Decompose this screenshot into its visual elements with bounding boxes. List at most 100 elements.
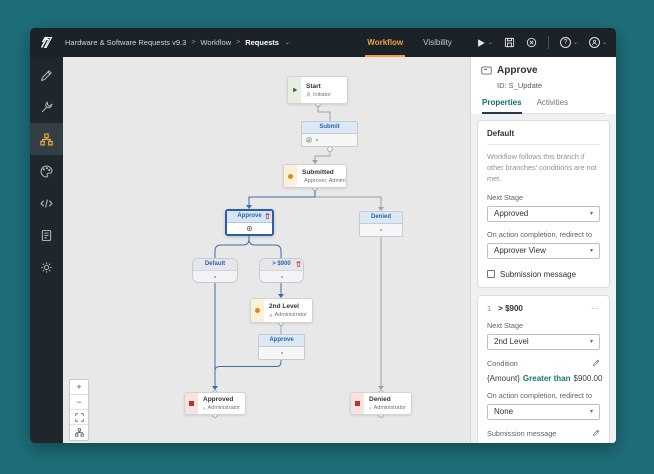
tab-properties[interactable]: Properties: [482, 98, 522, 114]
palette-icon: [40, 165, 53, 177]
submission-message-checkbox[interactable]: [487, 270, 495, 279]
connector-lines: [212, 101, 384, 418]
stage-strip: [185, 393, 198, 414]
node-title: Denied: [360, 212, 402, 224]
sidebar-item-rules[interactable]: [30, 219, 63, 251]
node-denied-action[interactable]: Denied: [359, 211, 403, 237]
node-branch-default[interactable]: Default: [192, 258, 238, 283]
tab-activities[interactable]: Activities: [536, 98, 569, 107]
chevron-down-icon: ⌄: [601, 40, 607, 46]
tab-workflow[interactable]: Workflow: [365, 28, 406, 57]
play-icon: [477, 38, 485, 47]
chevron-down-icon: ⌄: [572, 40, 578, 46]
laserfiche-logo: [40, 36, 53, 48]
cancel-button[interactable]: [526, 37, 537, 48]
breadcrumb: Hardware & Software Requests v9.3 > Work…: [65, 38, 290, 47]
panel-scroll-area[interactable]: Default Workflow follows this branch if …: [471, 114, 616, 443]
stage-strip: [251, 299, 264, 322]
person-icon: [203, 406, 206, 410]
node-title: Approved: [203, 396, 234, 403]
node-approve-action[interactable]: Approve: [258, 334, 305, 360]
person-icon: [269, 313, 273, 317]
breadcrumb-workflow[interactable]: Workflow: [200, 38, 232, 47]
condition-value: $900.00: [573, 373, 603, 383]
node-denied-end[interactable]: Denied Administrator: [350, 392, 412, 415]
save-icon: [504, 37, 515, 48]
chevron-down-icon: ⌄: [487, 40, 493, 46]
redirect-select[interactable]: None ▾: [487, 403, 600, 420]
breadcrumb-product[interactable]: Hardware & Software Requests v9.3: [65, 38, 187, 47]
sidebar-item-theme[interactable]: [30, 155, 63, 187]
node-title: Start: [306, 82, 321, 90]
redirect-label: On action completion, redirect to: [487, 390, 593, 400]
next-stage-select[interactable]: 2nd Level ▾: [487, 333, 600, 350]
panel-title: Approve: [497, 65, 538, 76]
node-participants: Initiator: [313, 91, 332, 98]
canvas-controls: + −: [69, 379, 89, 441]
chevron-down-icon[interactable]: ⌄: [284, 40, 290, 46]
code-icon: [40, 198, 53, 208]
chevron-down-icon: ▾: [589, 211, 593, 218]
trash-icon: [296, 260, 301, 267]
sidebar-item-code[interactable]: [30, 187, 63, 219]
node-start[interactable]: Start Initiator: [287, 76, 348, 104]
delete-node-button[interactable]: [265, 212, 270, 221]
placeholder-dot: [380, 229, 382, 231]
redirect-select[interactable]: Approver View ▾: [487, 242, 600, 259]
stage-dot-icon: [288, 173, 293, 179]
wrench-icon: [41, 101, 53, 112]
breadcrumb-separator: >: [191, 39, 196, 46]
fit-to-screen-button[interactable]: [70, 410, 88, 425]
help-button[interactable]: ? ⌄: [559, 37, 578, 48]
overview-button[interactable]: [70, 425, 88, 440]
fit-screen-icon: [74, 412, 84, 422]
selected-value: None: [494, 407, 514, 417]
node-submit[interactable]: Submit: [301, 121, 358, 147]
chevron-down-icon: ▾: [589, 409, 593, 416]
zoom-in-button[interactable]: +: [70, 380, 88, 395]
start-strip: [288, 77, 301, 103]
stage-dot-icon: [255, 308, 260, 313]
person-icon: [306, 92, 311, 97]
rules-icon: [41, 229, 52, 241]
delete-branch-button[interactable]: [296, 260, 301, 269]
node-participants: Administrator: [274, 312, 307, 318]
branch-description: Workflow follows this branch if other br…: [487, 152, 597, 183]
selected-value: Approved: [494, 209, 529, 219]
account-button[interactable]: ⌄: [588, 37, 607, 48]
toolbar: ⌄ ? ⌄: [476, 36, 607, 49]
tab-visibility[interactable]: Visibility: [423, 38, 452, 47]
sidebar-item-design[interactable]: [30, 59, 63, 91]
chevron-down-icon: ▾: [589, 339, 593, 346]
node-approve-selected[interactable]: Approve: [225, 209, 274, 236]
zoom-out-button[interactable]: −: [70, 395, 88, 410]
gear-icon: [41, 261, 52, 273]
breadcrumb-current[interactable]: Requests: [245, 38, 279, 47]
node-title: Submitted: [302, 168, 334, 176]
stop-icon: [189, 401, 194, 406]
run-button[interactable]: ⌄: [476, 38, 493, 48]
edit-condition-icon[interactable]: [592, 359, 600, 367]
node-approved-end[interactable]: Approved Administrator: [184, 392, 246, 415]
sidebar-item-workflow[interactable]: [30, 123, 63, 155]
left-sidebar: [30, 57, 63, 443]
node-second-level[interactable]: 2nd Level Administrator: [250, 298, 313, 323]
play-icon: [292, 87, 297, 93]
save-button[interactable]: [504, 37, 515, 48]
condition-label: Condition: [487, 358, 518, 368]
edit-message-icon[interactable]: [592, 429, 600, 437]
stage-strip: [284, 165, 297, 187]
next-stage-select[interactable]: Approved ▾: [487, 205, 600, 222]
node-submitted[interactable]: Submitted Approver, Administrator: [283, 164, 347, 188]
default-branch-card: Default Workflow follows this branch if …: [477, 120, 610, 288]
more-options-icon[interactable]: ⋯: [591, 303, 600, 313]
node-title: Approve: [259, 335, 304, 347]
person-icon: [369, 406, 372, 410]
selected-value: 2nd Level: [494, 337, 529, 347]
node-branch-over-900[interactable]: > $900: [259, 258, 304, 283]
stage-icon: [481, 66, 492, 75]
sidebar-item-tools[interactable]: [30, 91, 63, 123]
workflow-canvas[interactable]: Start Initiator Submit S: [63, 57, 470, 443]
condition-field: {Amount}: [487, 373, 520, 383]
sidebar-item-settings[interactable]: [30, 251, 63, 283]
